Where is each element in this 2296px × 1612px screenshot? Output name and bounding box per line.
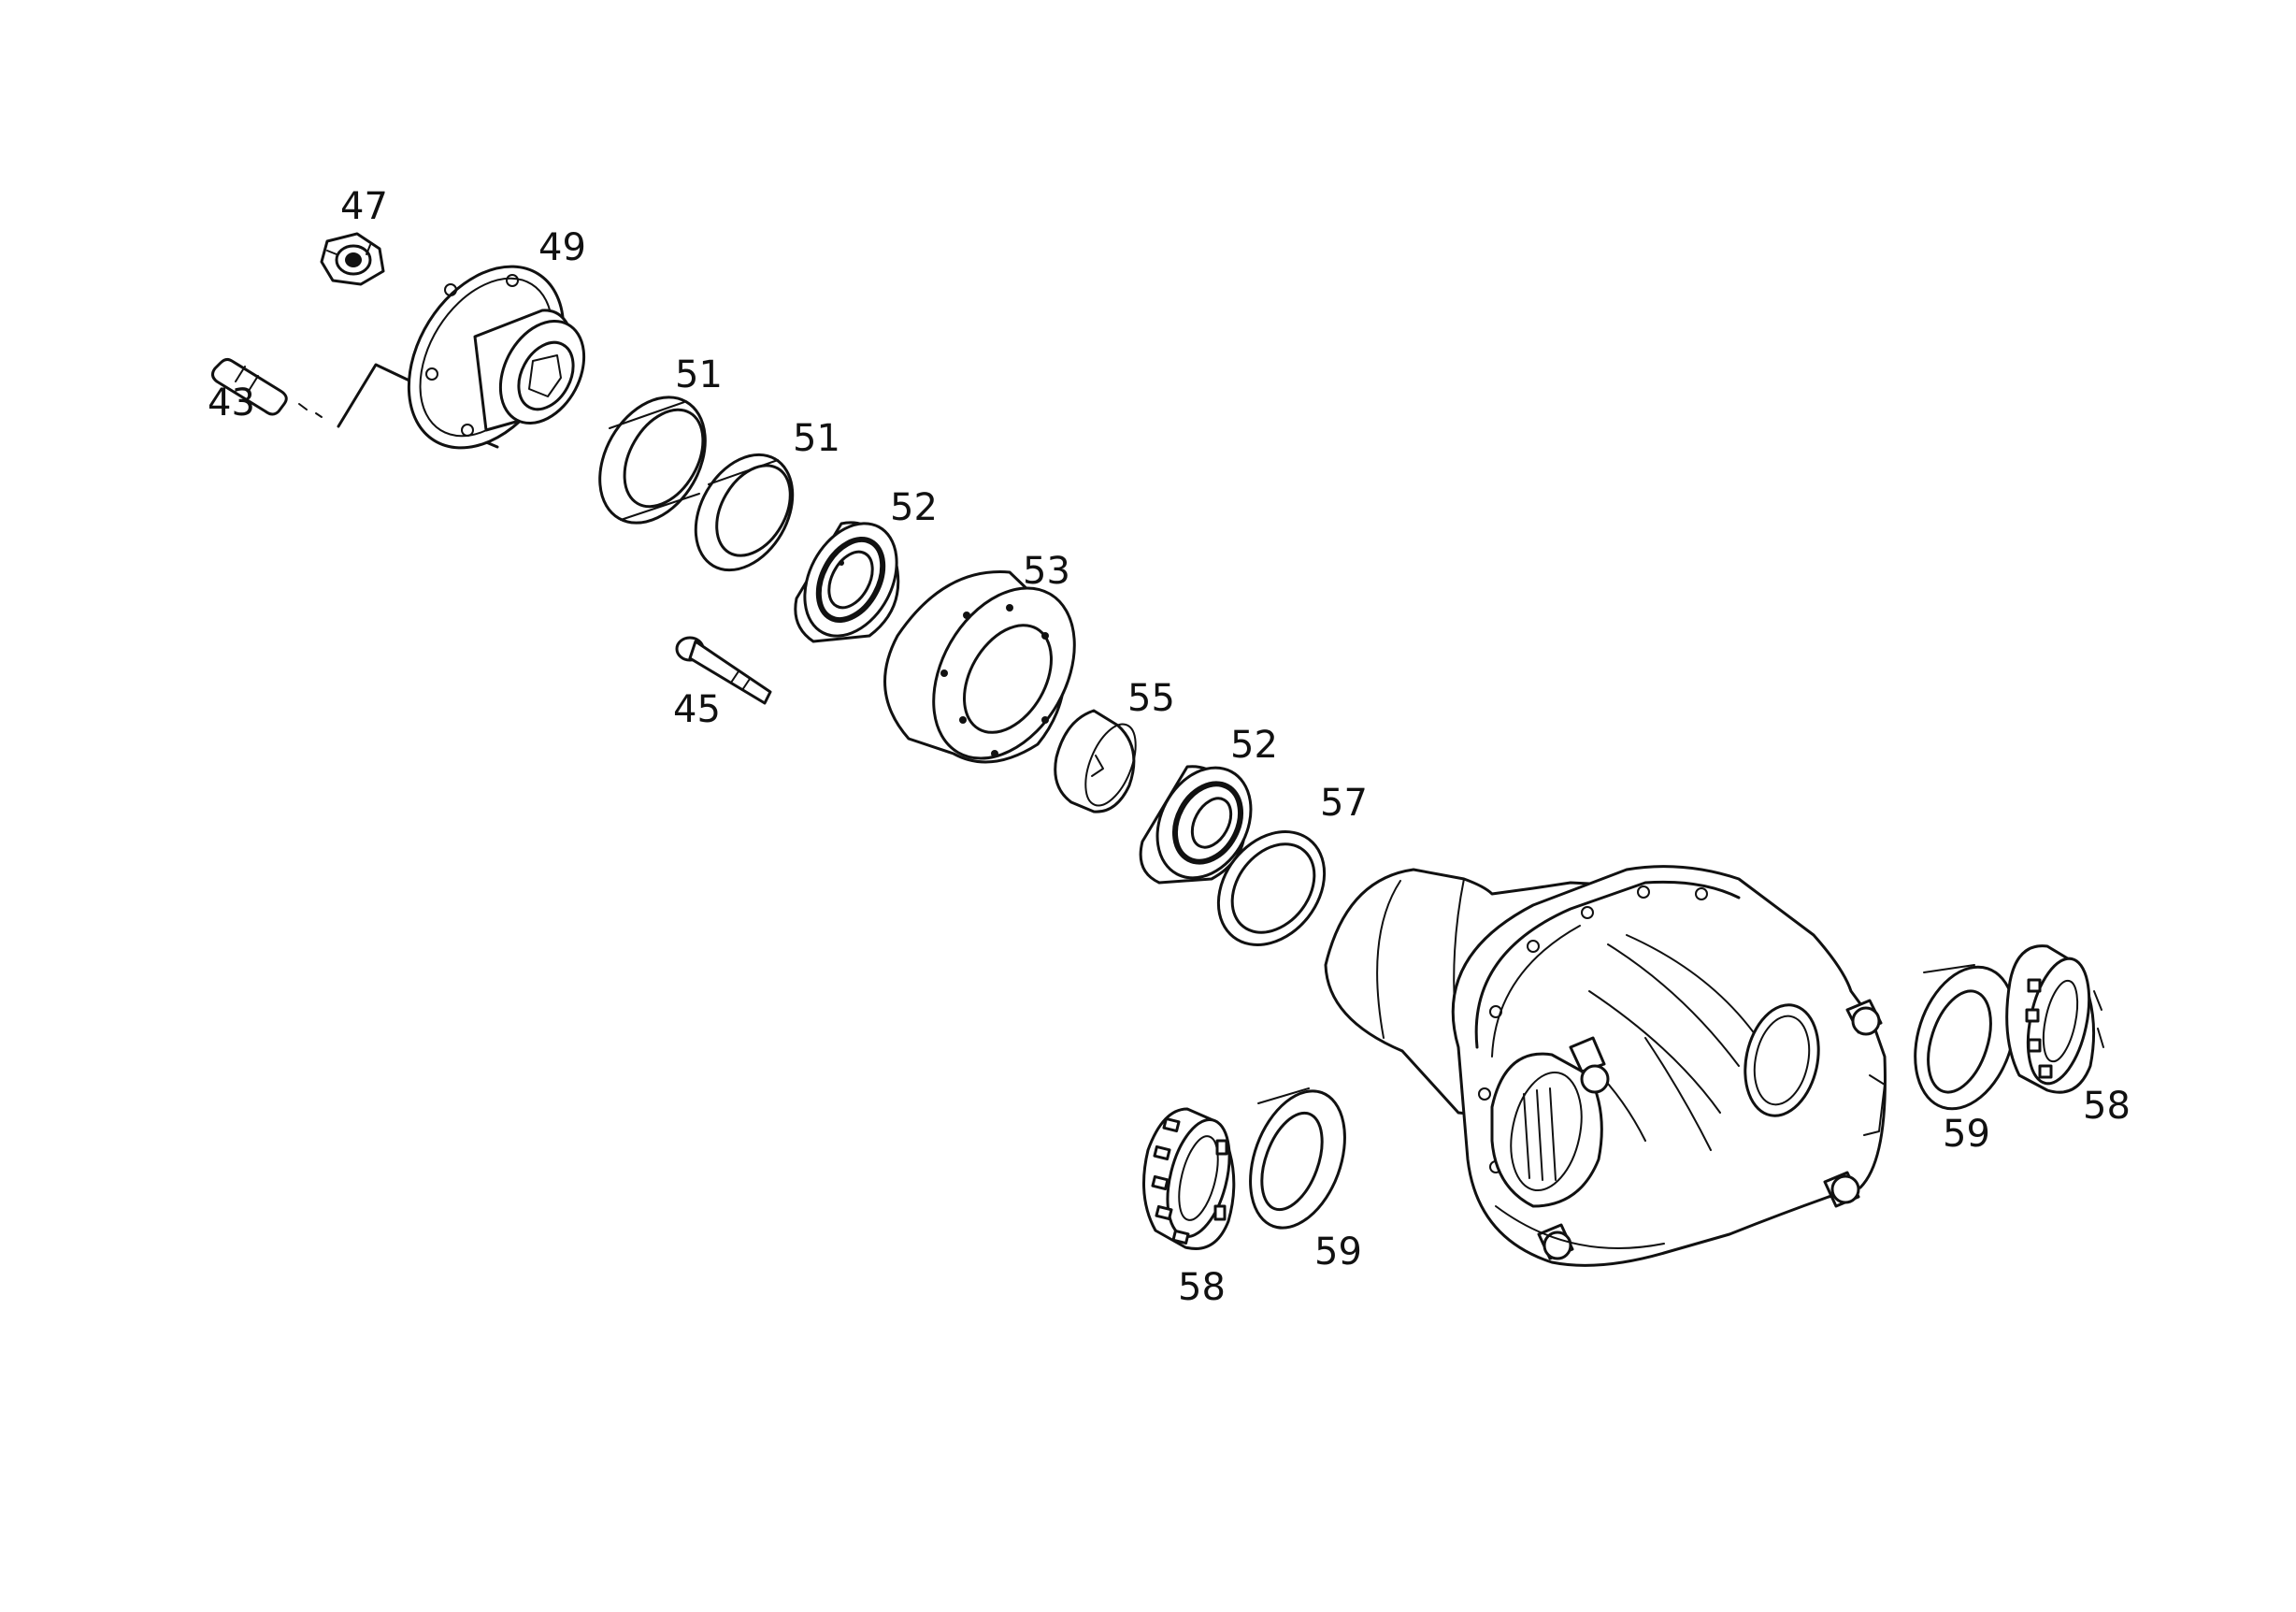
part-45-bolt	[675, 636, 772, 705]
callout-59-b: 59	[1314, 1231, 1362, 1274]
callout-45: 45	[673, 688, 721, 731]
callout-55: 55	[1127, 677, 1175, 720]
part-52-bearing-upper	[794, 521, 900, 643]
part-47-nut	[320, 232, 385, 286]
part-43-stud	[210, 357, 323, 418]
part-51-seal-ring-a	[598, 396, 707, 525]
part-49-flange	[407, 265, 586, 450]
callout-51-a: 51	[675, 353, 723, 396]
callout-53: 53	[1023, 550, 1070, 593]
housing-cap-bolts-left	[1537, 1036, 1610, 1260]
part-57-shim	[1216, 830, 1327, 946]
callout-52-a: 52	[890, 486, 938, 529]
callout-58-a: 58	[2083, 1085, 2131, 1128]
callout-52-b: 52	[1230, 724, 1278, 767]
part-51-seal-ring-b	[694, 453, 795, 572]
part-58-roller-bearing-right	[2005, 944, 2104, 1094]
housing-cap-bolts-right	[1823, 999, 1886, 1208]
callout-58-b: 58	[1178, 1266, 1226, 1309]
part-52-bearing-lower	[1139, 765, 1253, 885]
part-59-bearing-cup-right	[1914, 964, 2016, 1111]
callout-49: 49	[538, 226, 586, 269]
callout-43: 43	[208, 381, 255, 425]
part-58-roller-bearing-left	[1142, 1107, 1236, 1250]
callout-47: 47	[340, 185, 388, 228]
part-53-carrier	[883, 570, 1076, 764]
callout-51-b: 51	[793, 417, 840, 460]
callout-57: 57	[1320, 782, 1368, 825]
part-55-spacer	[1054, 709, 1137, 813]
differential-housing	[1324, 865, 1887, 1267]
part-59-bearing-cup-left	[1249, 1087, 1346, 1230]
callout-59-a: 59	[1943, 1113, 1990, 1156]
